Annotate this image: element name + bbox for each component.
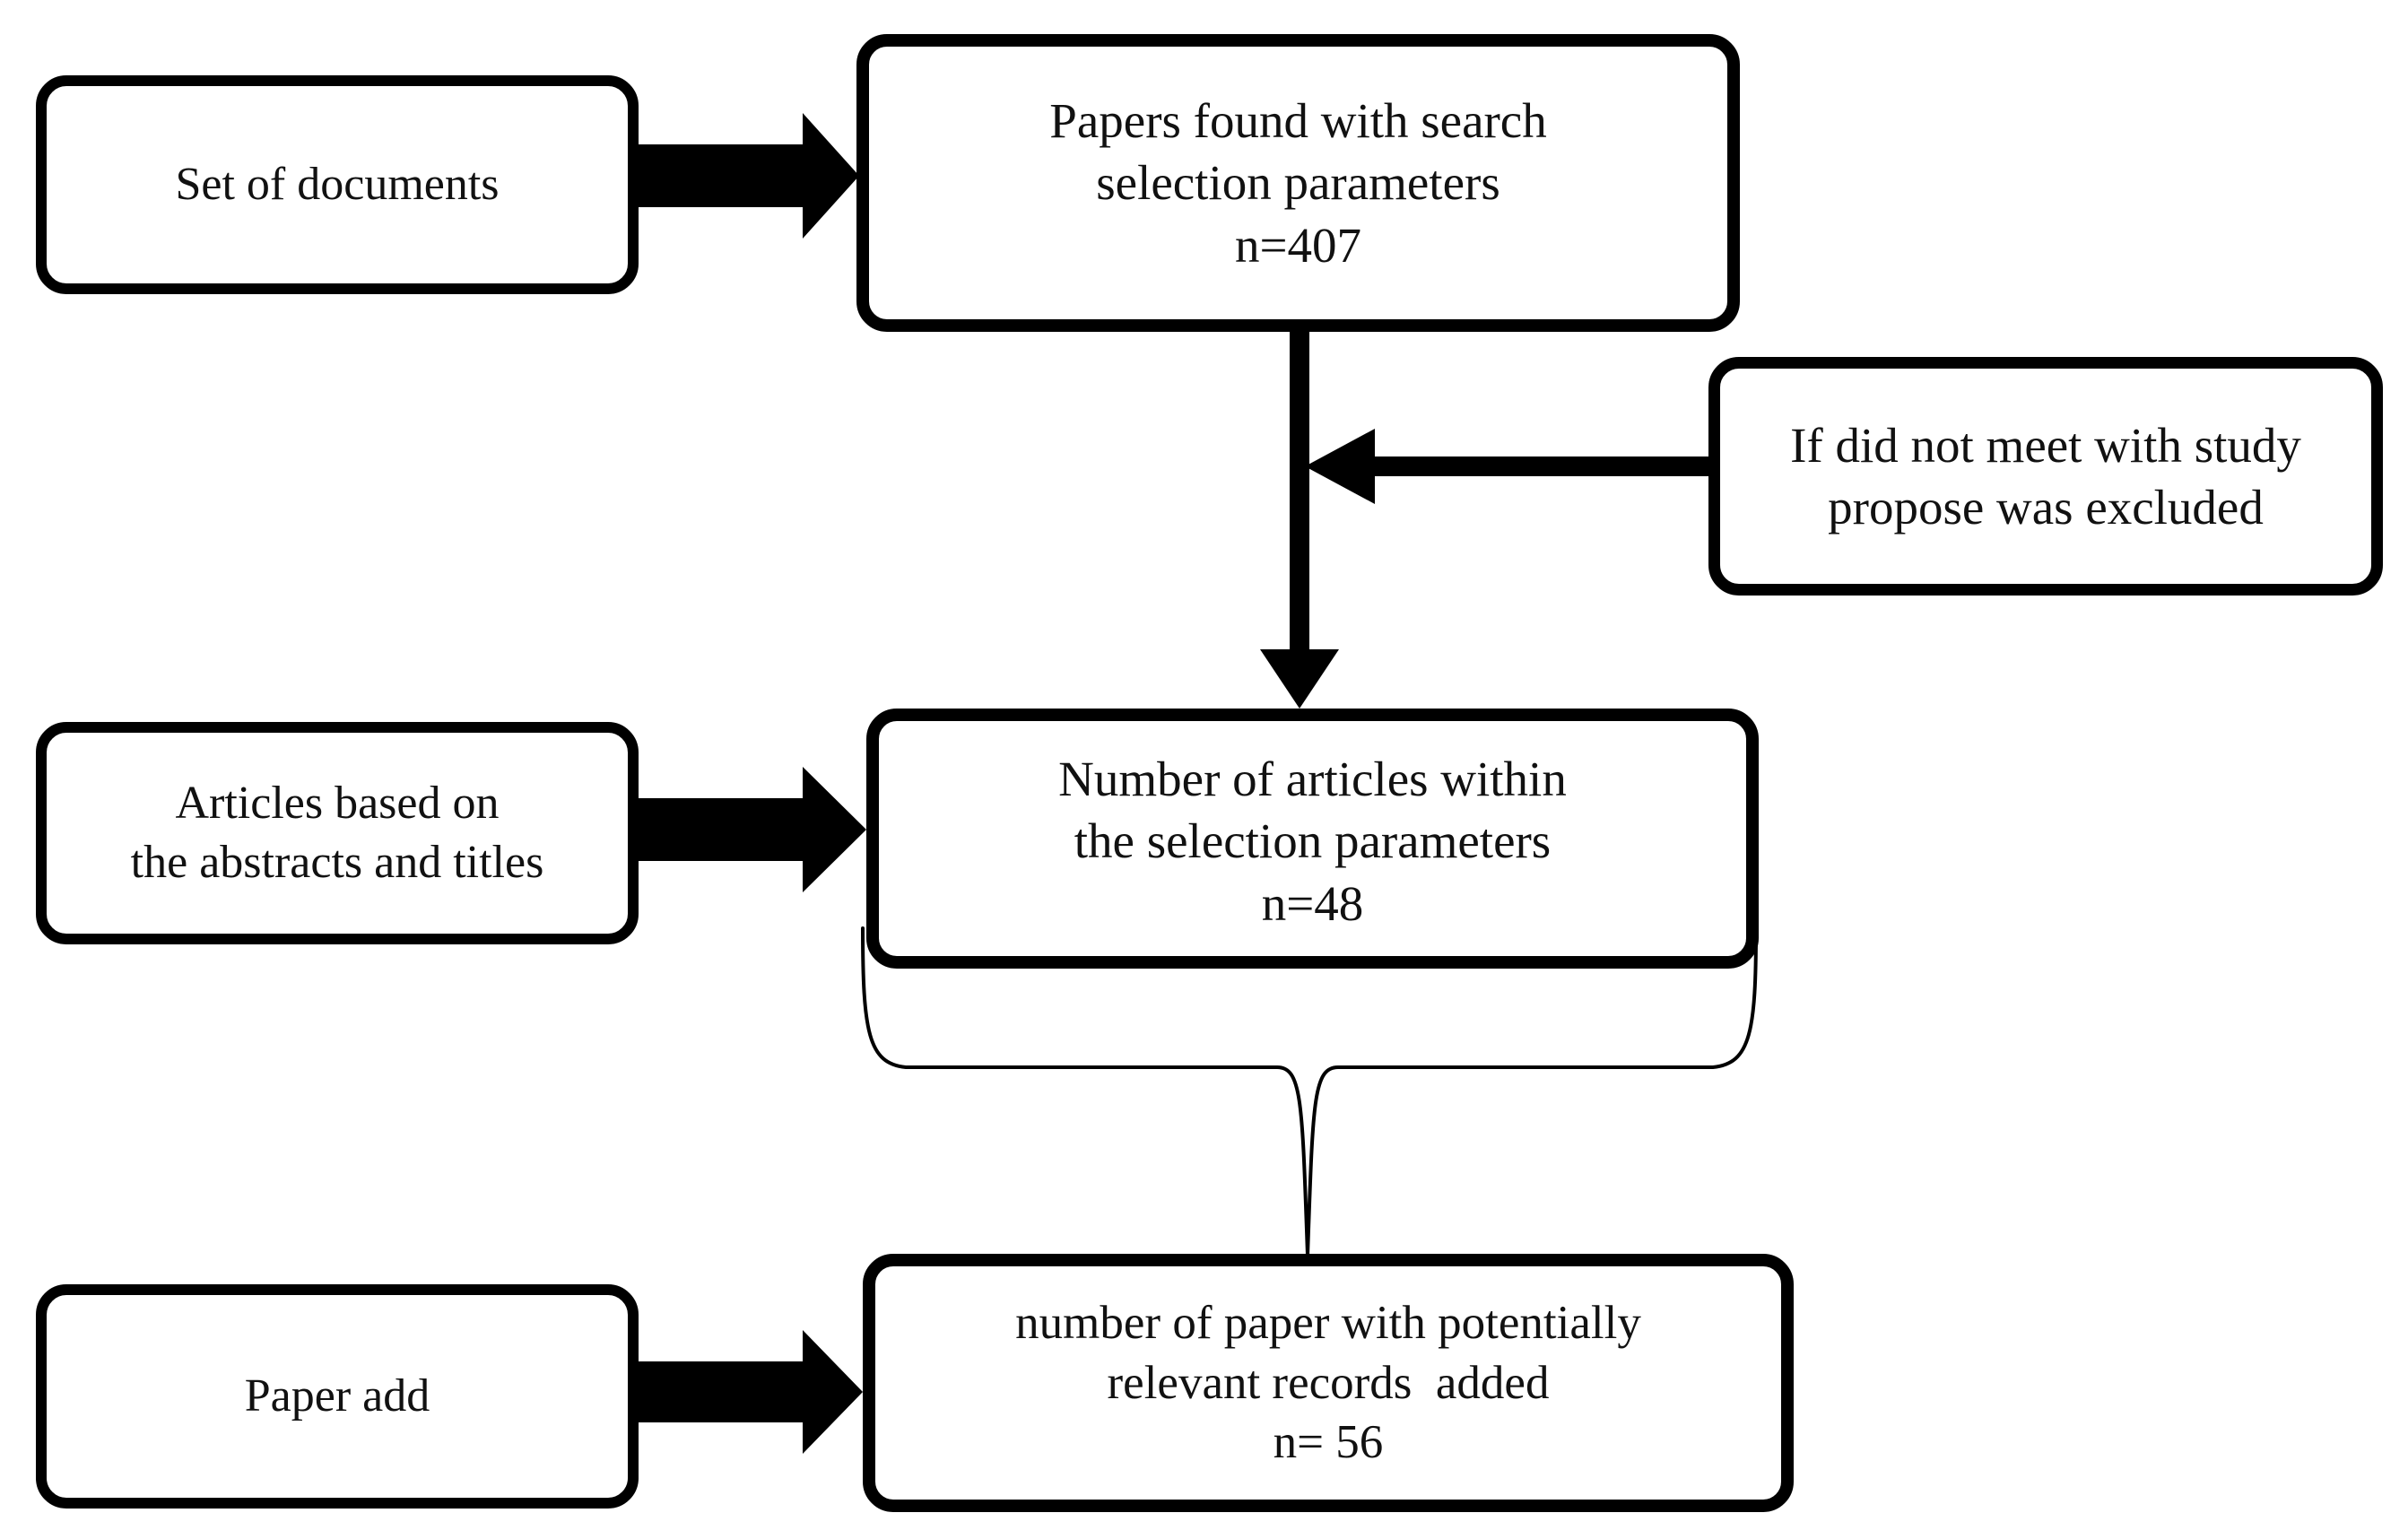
block-arrow-abstracts-to-articles	[628, 767, 866, 892]
node-articles-within[interactable]: Number of articles within the selection …	[866, 709, 1759, 969]
node-set-of-documents-line-1: Set of documents	[175, 159, 500, 211]
node-articles-abstracts[interactable]: Articles based on the abstracts and titl…	[36, 722, 639, 944]
node-articles-abstracts-line-1: Articles based on	[175, 778, 500, 830]
node-papers-found-count: n=407	[1234, 217, 1362, 273]
node-papers-found-line-2: selection parameters	[1096, 155, 1500, 211]
node-articles-within-line-2: the selection parameters	[1074, 813, 1552, 869]
arrow-excluded-to-flow-stem	[1363, 456, 1713, 476]
arrow-papers-to-articles-stem	[1290, 330, 1309, 664]
node-papers-found[interactable]: Papers found with search selection param…	[856, 34, 1740, 332]
node-relevant-records-line-1: number of paper with potentially	[1015, 1296, 1641, 1349]
node-excluded-line-1: If did not meet with study	[1790, 417, 2301, 473]
node-articles-within-line-1: Number of articles within	[1058, 752, 1567, 806]
node-relevant-records-line-2: relevant records added	[1107, 1356, 1550, 1409]
node-relevant-records[interactable]: number of paper with potentially relevan…	[863, 1254, 1794, 1512]
node-papers-found-line-1: Papers found with search	[1049, 93, 1547, 149]
node-articles-within-count: n=48	[1261, 875, 1364, 931]
arrow-papers-to-articles-head	[1260, 649, 1339, 709]
arrow-excluded-to-flow-head	[1305, 429, 1375, 504]
node-relevant-records-count: n= 56	[1273, 1416, 1384, 1469]
block-arrow-paperadd-to-records	[628, 1330, 863, 1454]
block-arrow-documents-to-papers	[628, 113, 859, 239]
node-excluded-line-2: propose was excluded	[1828, 480, 2264, 535]
node-paper-add[interactable]: Paper add	[36, 1284, 639, 1509]
node-excluded[interactable]: If did not meet with study propose was e…	[1708, 357, 2383, 596]
node-set-of-documents[interactable]: Set of documents	[36, 75, 639, 294]
brace-articles-to-records	[861, 926, 1758, 1257]
node-articles-abstracts-line-2: the abstracts and titles	[130, 837, 544, 888]
node-paper-add-line-1: Paper add	[244, 1370, 430, 1422]
